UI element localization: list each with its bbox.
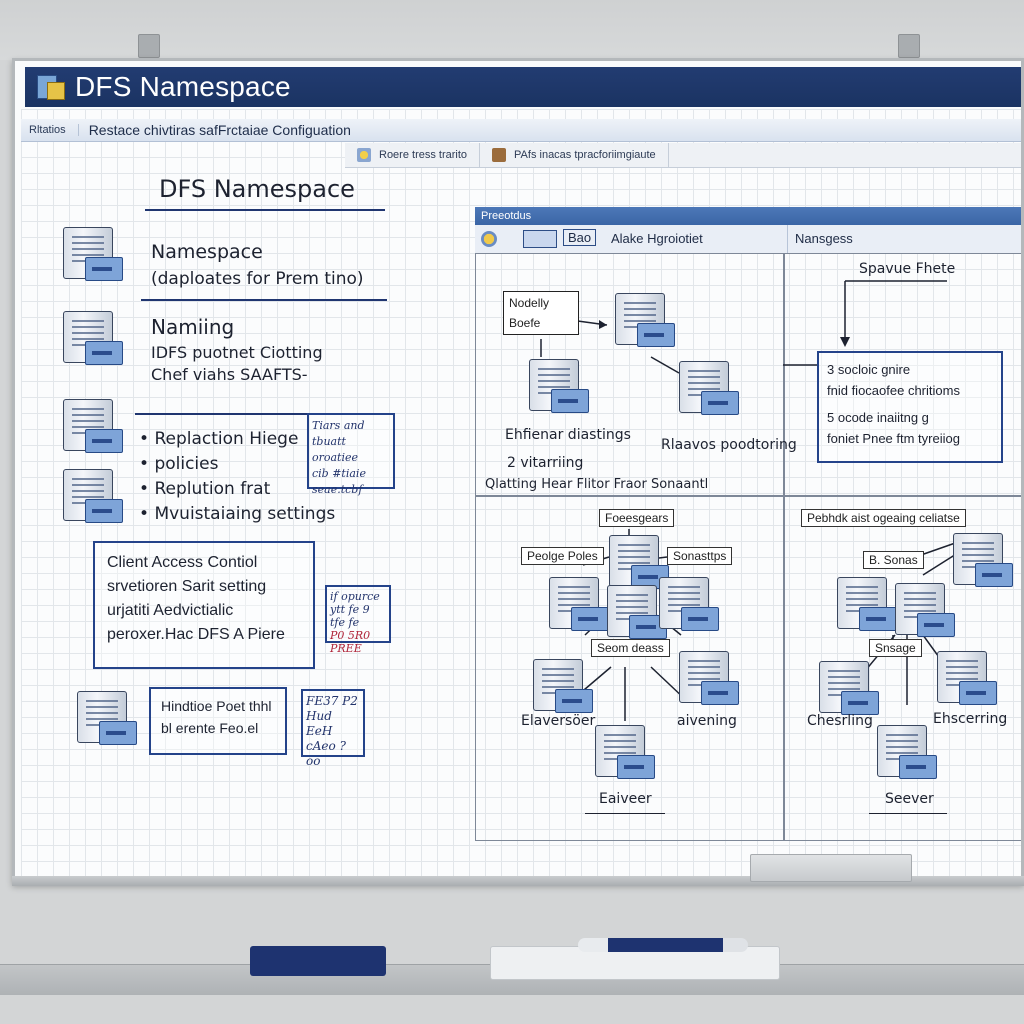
server-icon bbox=[549, 577, 611, 637]
naming-title: Namiing bbox=[151, 315, 235, 339]
server-icon bbox=[877, 725, 939, 785]
eraser bbox=[250, 946, 386, 976]
menu-item[interactable]: Rltatios bbox=[21, 124, 79, 136]
properties-icon bbox=[492, 148, 507, 162]
diagram-label: Rlaavos poodtoring bbox=[661, 437, 797, 453]
diagram-label: Qlatting Hear Flitor Fraor Sonaantl bbox=[485, 477, 709, 492]
diagram-node-label: Seom deass bbox=[591, 639, 670, 657]
naming-line: Chef viahs SAAFTS- bbox=[151, 365, 308, 384]
wall bbox=[0, 0, 1024, 60]
server-icon bbox=[77, 691, 139, 751]
folder-icon bbox=[357, 148, 371, 162]
namespace-underline bbox=[141, 299, 387, 301]
list-item: • policies bbox=[139, 454, 219, 474]
board-clip bbox=[898, 34, 920, 58]
label-underline bbox=[869, 813, 947, 814]
diagram-panel-top-left bbox=[475, 253, 785, 497]
whiteboard-window: DFS Namespace Rltatios Restace chivtiras… bbox=[12, 58, 1024, 884]
diagram-label: Ehscerring bbox=[933, 711, 1008, 727]
server-icon bbox=[607, 585, 669, 645]
board-eraser bbox=[750, 854, 912, 882]
diagram-arrows bbox=[783, 280, 947, 366]
diagram-node-label: Pebhdk aist ogeaing celiatse bbox=[801, 509, 966, 527]
list-item: • Replaction Hiege bbox=[139, 429, 299, 449]
namespace-title: Namespace bbox=[151, 241, 263, 263]
server-icon bbox=[679, 361, 741, 421]
panel-header: Preeotdus bbox=[475, 207, 1021, 225]
server-icon bbox=[63, 227, 125, 287]
tab-icon[interactable] bbox=[523, 230, 557, 248]
diagram-label: Elaversöer bbox=[521, 713, 596, 729]
marker-pen bbox=[578, 938, 748, 952]
diagram-label: Spavue Fhete bbox=[859, 261, 956, 277]
dfs-app-icon bbox=[35, 72, 65, 102]
toolbar: Roere tress trarito PAfs inacas tpracfor… bbox=[345, 143, 1021, 168]
tab-label[interactable]: Bao bbox=[563, 229, 597, 246]
panel-tabbar: Bao Alake Hgroiotiet Nansgess bbox=[475, 225, 1021, 254]
diagram-label: aivening bbox=[677, 713, 737, 729]
server-icon bbox=[529, 359, 591, 419]
label-underline bbox=[585, 813, 665, 814]
server-icon bbox=[63, 469, 125, 529]
server-icon bbox=[953, 533, 1015, 593]
diagram-panel-top-right bbox=[783, 253, 1021, 497]
server-icon bbox=[937, 651, 999, 711]
heading-underline bbox=[145, 209, 385, 211]
diagram-panel-bottom-right bbox=[783, 495, 1021, 841]
naming-line: IDFS puotnet Ciotting bbox=[151, 343, 323, 362]
diagram-node-label: B. Sonas bbox=[863, 551, 924, 569]
server-icon bbox=[533, 659, 595, 719]
tab-title: Alake Hgroiotiet bbox=[611, 231, 703, 246]
menu-bar: Rltatios Restace chivtiras safFrctaiae C… bbox=[21, 119, 1021, 142]
list-item: • Replution frat bbox=[139, 479, 271, 499]
diagram-label: Seever bbox=[885, 791, 934, 807]
toolbar-label: PAfs inacas tpracforiimgiaute bbox=[514, 149, 656, 161]
server-icon bbox=[895, 583, 957, 643]
tab-title: Nansgess bbox=[795, 231, 853, 246]
menu-item[interactable]: Restace chivtiras safFrctaiae Configuati… bbox=[88, 122, 351, 138]
server-icon bbox=[615, 293, 677, 353]
server-icon bbox=[595, 725, 657, 785]
section-heading: DFS Namespace bbox=[159, 175, 355, 203]
diagram-panel-bottom-left bbox=[475, 495, 785, 841]
replication-list: • Replaction Hiege • policies • Replutio… bbox=[139, 427, 335, 527]
diagram-label: Eaiveer bbox=[599, 791, 652, 807]
diagram-label: 2 vitarriing bbox=[507, 455, 584, 471]
list-item: • Mvuistaiaing settings bbox=[139, 504, 336, 524]
server-icon bbox=[63, 311, 125, 371]
diagram-label: Chesrling bbox=[807, 713, 873, 729]
namespace-subtitle: (daploates for Prem tino) bbox=[151, 269, 364, 289]
server-icon bbox=[819, 661, 881, 721]
title-bar: DFS Namespace bbox=[25, 67, 1021, 107]
server-icon bbox=[837, 577, 899, 637]
board-clip bbox=[138, 34, 160, 58]
board-ledge bbox=[12, 876, 1024, 886]
globe-icon bbox=[481, 231, 497, 247]
diagram-node-label: Sonasttps bbox=[667, 547, 733, 565]
diagram-node-label: Peolge Poles bbox=[521, 547, 604, 565]
server-icon bbox=[659, 577, 721, 637]
toolbar-button[interactable]: PAfs inacas tpracforiimgiaute bbox=[480, 143, 669, 167]
window-title: DFS Namespace bbox=[75, 71, 291, 102]
diagram-node-label: Snsage bbox=[869, 639, 922, 657]
toolbar-button[interactable]: Roere tress trarito bbox=[345, 143, 481, 167]
server-icon bbox=[63, 399, 125, 459]
server-icon bbox=[679, 651, 741, 711]
diagram-node-label: Foeesgears bbox=[599, 509, 675, 527]
info-box: 3 socloic gnire fnid fiocaofee chritioms… bbox=[817, 351, 1003, 463]
arrow-line bbox=[135, 413, 331, 415]
diagram-label: Ehfienar diastings bbox=[505, 427, 631, 443]
toolbar-label: Roere tress trarito bbox=[379, 149, 468, 161]
